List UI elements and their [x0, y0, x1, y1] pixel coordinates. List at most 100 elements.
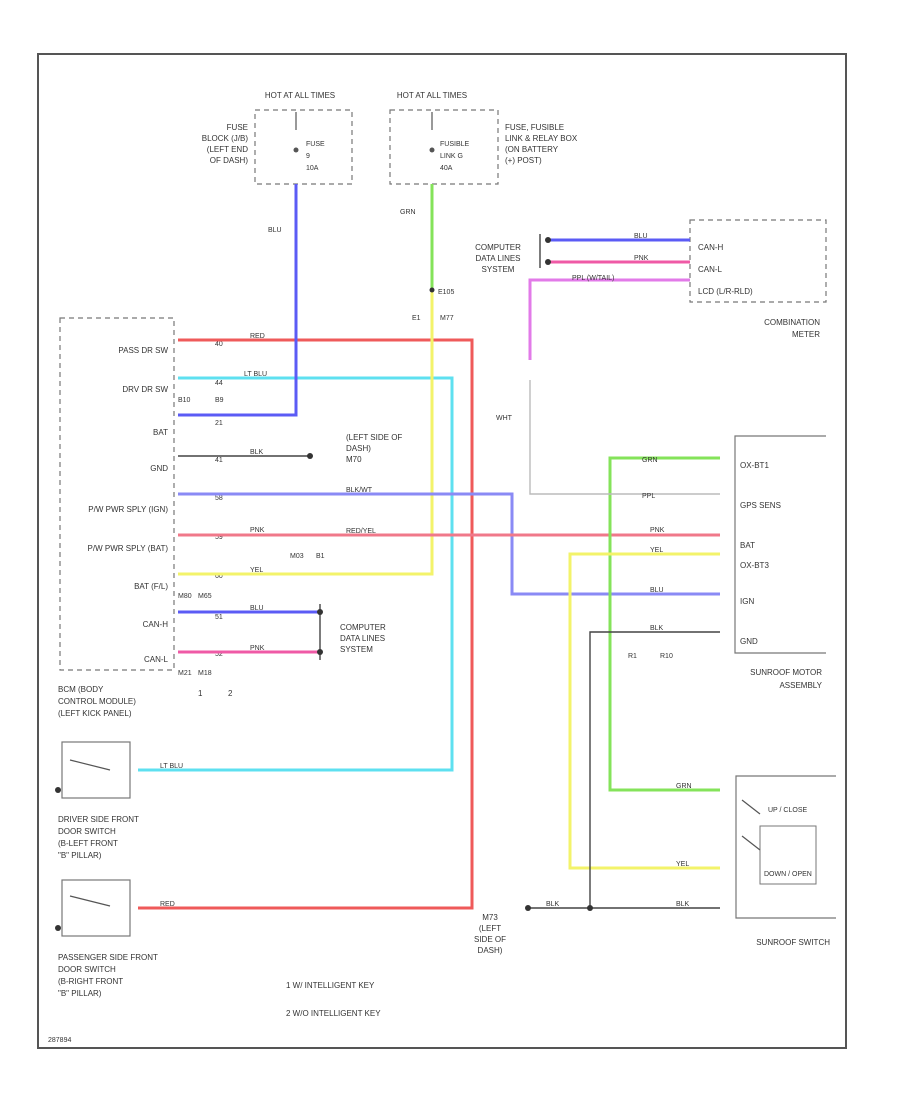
wire-lbl-blk-2: BLK	[650, 625, 664, 632]
wire-lbl-blk: BLK	[250, 449, 264, 456]
bcm-pin-pass: PASS DR SW	[118, 346, 168, 355]
ground-label-2: DASH)	[346, 444, 371, 453]
bcm-pin-canl: CAN-L	[144, 655, 169, 664]
fuse1-label-2: BLOCK (J/B)	[202, 134, 249, 143]
meter-pin-canh: CAN-H	[698, 243, 724, 252]
wire-lbl-pnk-meter: PNK	[634, 255, 649, 262]
meter-cdls-1: COMPUTER	[475, 243, 521, 252]
wire-yel-sunroof	[568, 552, 720, 870]
driver-switch-label-2: DOOR SWITCH	[58, 827, 116, 836]
driver-switch-ground	[55, 787, 61, 793]
wire-lbl-m77: M77	[440, 315, 454, 322]
switch-label-up: UP / CLOSE	[768, 807, 807, 814]
bcm-title-1: BCM (BODY	[58, 685, 104, 694]
fuse2-id-2: LINK G	[440, 153, 463, 160]
wire-blu-bat	[178, 184, 298, 417]
passenger-switch-label-3: (B-RIGHT FRONT	[58, 977, 123, 986]
meter-cdls-2: DATA LINES	[475, 254, 520, 263]
bcm-num-0: 40	[215, 341, 223, 348]
bcm-pin-bat-fl: BAT (F/L)	[134, 582, 168, 591]
diagram-frame	[37, 53, 847, 1049]
wire-lbl-blk-3: BLK	[676, 901, 690, 908]
fuse2-label-2: LINK & RELAY BOX	[505, 134, 578, 143]
sunroof-switch-box	[735, 775, 836, 919]
motor-pin-5: IGN	[740, 597, 754, 606]
bcm-pin-bat: BAT	[153, 428, 168, 437]
wire-lbl-blu-canh: BLU	[250, 605, 264, 612]
note-1: 1 W/ INTELLIGENT KEY	[286, 981, 375, 990]
fuse1-label-1: FUSE	[227, 123, 248, 132]
wire-lbl-b1: B1	[316, 553, 325, 560]
wire-lbl-pnk-2: PNK	[650, 527, 665, 534]
fuse1-terminal	[293, 147, 299, 153]
wire-blk-sunroof-gnd	[589, 631, 720, 909]
fuse2-id-3: 40A	[440, 165, 453, 172]
bcm-conn-4: M18	[198, 670, 212, 677]
sunroof-motor-box	[734, 435, 826, 654]
wire-lbl-yel-3: YEL	[676, 861, 689, 868]
junction-canh	[317, 609, 323, 615]
motor-conn-1: R1	[628, 653, 637, 660]
wire-red-pass-door	[138, 338, 474, 910]
bcm-conn-1: M80	[178, 593, 192, 600]
motor-pin-6: GND	[740, 637, 758, 646]
wire-grn-sunroof	[608, 456, 720, 792]
wire-lbl-blu: BLU	[268, 227, 282, 234]
passenger-switch-contact	[69, 895, 111, 907]
bcm-pin-b10: B10	[178, 397, 191, 404]
junction-canl	[317, 649, 323, 655]
combination-meter-box	[689, 219, 827, 303]
wire-layer	[138, 184, 720, 910]
wire-yel-batfl	[178, 290, 434, 576]
bcm-num-3: 21	[215, 420, 223, 427]
bcm-cdls-1: COMPUTER	[340, 623, 386, 632]
passenger-door-switch-box	[61, 879, 131, 937]
ground-dot-bcm	[307, 453, 313, 459]
driver-switch-label-4: "B" PILLAR)	[58, 851, 102, 860]
bcm-title-3: (LEFT KICK PANEL)	[58, 709, 132, 718]
switch-contact-down	[741, 835, 761, 851]
fuse2-label-1: FUSE, FUSIBLE	[505, 123, 564, 132]
bcm-num-5: 58	[215, 495, 223, 502]
driver-switch-contact	[69, 759, 111, 771]
ground-label-3: M70	[346, 455, 362, 464]
switch-label-down: DOWN / OPEN	[764, 871, 812, 878]
bcm-num-9: 52	[215, 651, 223, 658]
bcm-pin-pw-ign: P/W PWR SPLY (IGN)	[88, 505, 168, 514]
bcm-num-1: 44	[215, 380, 223, 387]
motor-pin-1: OX-BT1	[740, 461, 769, 470]
passenger-switch-label-2: DOOR SWITCH	[58, 965, 116, 974]
fuse1-id-2: 9	[306, 153, 310, 160]
junction-sunroof-gnd	[587, 905, 593, 911]
wire-lbl-red-door: RED	[160, 901, 175, 908]
fuse1-label-3: (LEFT END	[207, 145, 248, 154]
switch-contact-up	[741, 799, 761, 815]
ground2-label-4: DASH)	[478, 946, 503, 955]
bcm-cdls-3: SYSTEM	[340, 645, 373, 654]
bcm-note-2: 2	[228, 689, 233, 698]
wire-lbl-grn-2: GRN	[642, 457, 658, 464]
wire-lbl-yel: YEL	[250, 567, 263, 574]
driver-door-switch-box	[61, 741, 131, 799]
ground-label-1: (LEFT SIDE OF	[346, 433, 402, 442]
wire-lbl-blu-2: BLU	[650, 587, 664, 594]
wire-ltblu-drv-door	[138, 376, 454, 772]
bcm-num-2: B9	[215, 397, 224, 404]
fuse1-id-3: 10A	[306, 165, 319, 172]
wire-lbl-ppl: PPL	[642, 493, 655, 500]
wire-lbl-wht: WHT	[496, 415, 513, 422]
wire-lbl-grn: GRN	[400, 209, 416, 216]
meter-title-2: METER	[792, 330, 820, 339]
ground2-label-2: (LEFT	[479, 924, 501, 933]
sunroof-switch-title: SUNROOF SWITCH	[756, 938, 830, 947]
fuse2-hot: HOT AT ALL TIMES	[397, 91, 467, 100]
wire-lbl-pnk-canl: PNK	[250, 645, 265, 652]
meter-pin-lcd: LCD (L/R-RLD)	[698, 287, 753, 296]
wire-lbl-e1: E1	[412, 315, 421, 322]
bcm-pin-drv: DRV DR SW	[122, 385, 168, 394]
driver-switch-label-3: (B-LEFT FRONT	[58, 839, 118, 848]
wire-wht-gps	[529, 380, 720, 495]
meter-pin-canl: CAN-L	[698, 265, 723, 274]
bcm-note-1: 1	[198, 689, 203, 698]
